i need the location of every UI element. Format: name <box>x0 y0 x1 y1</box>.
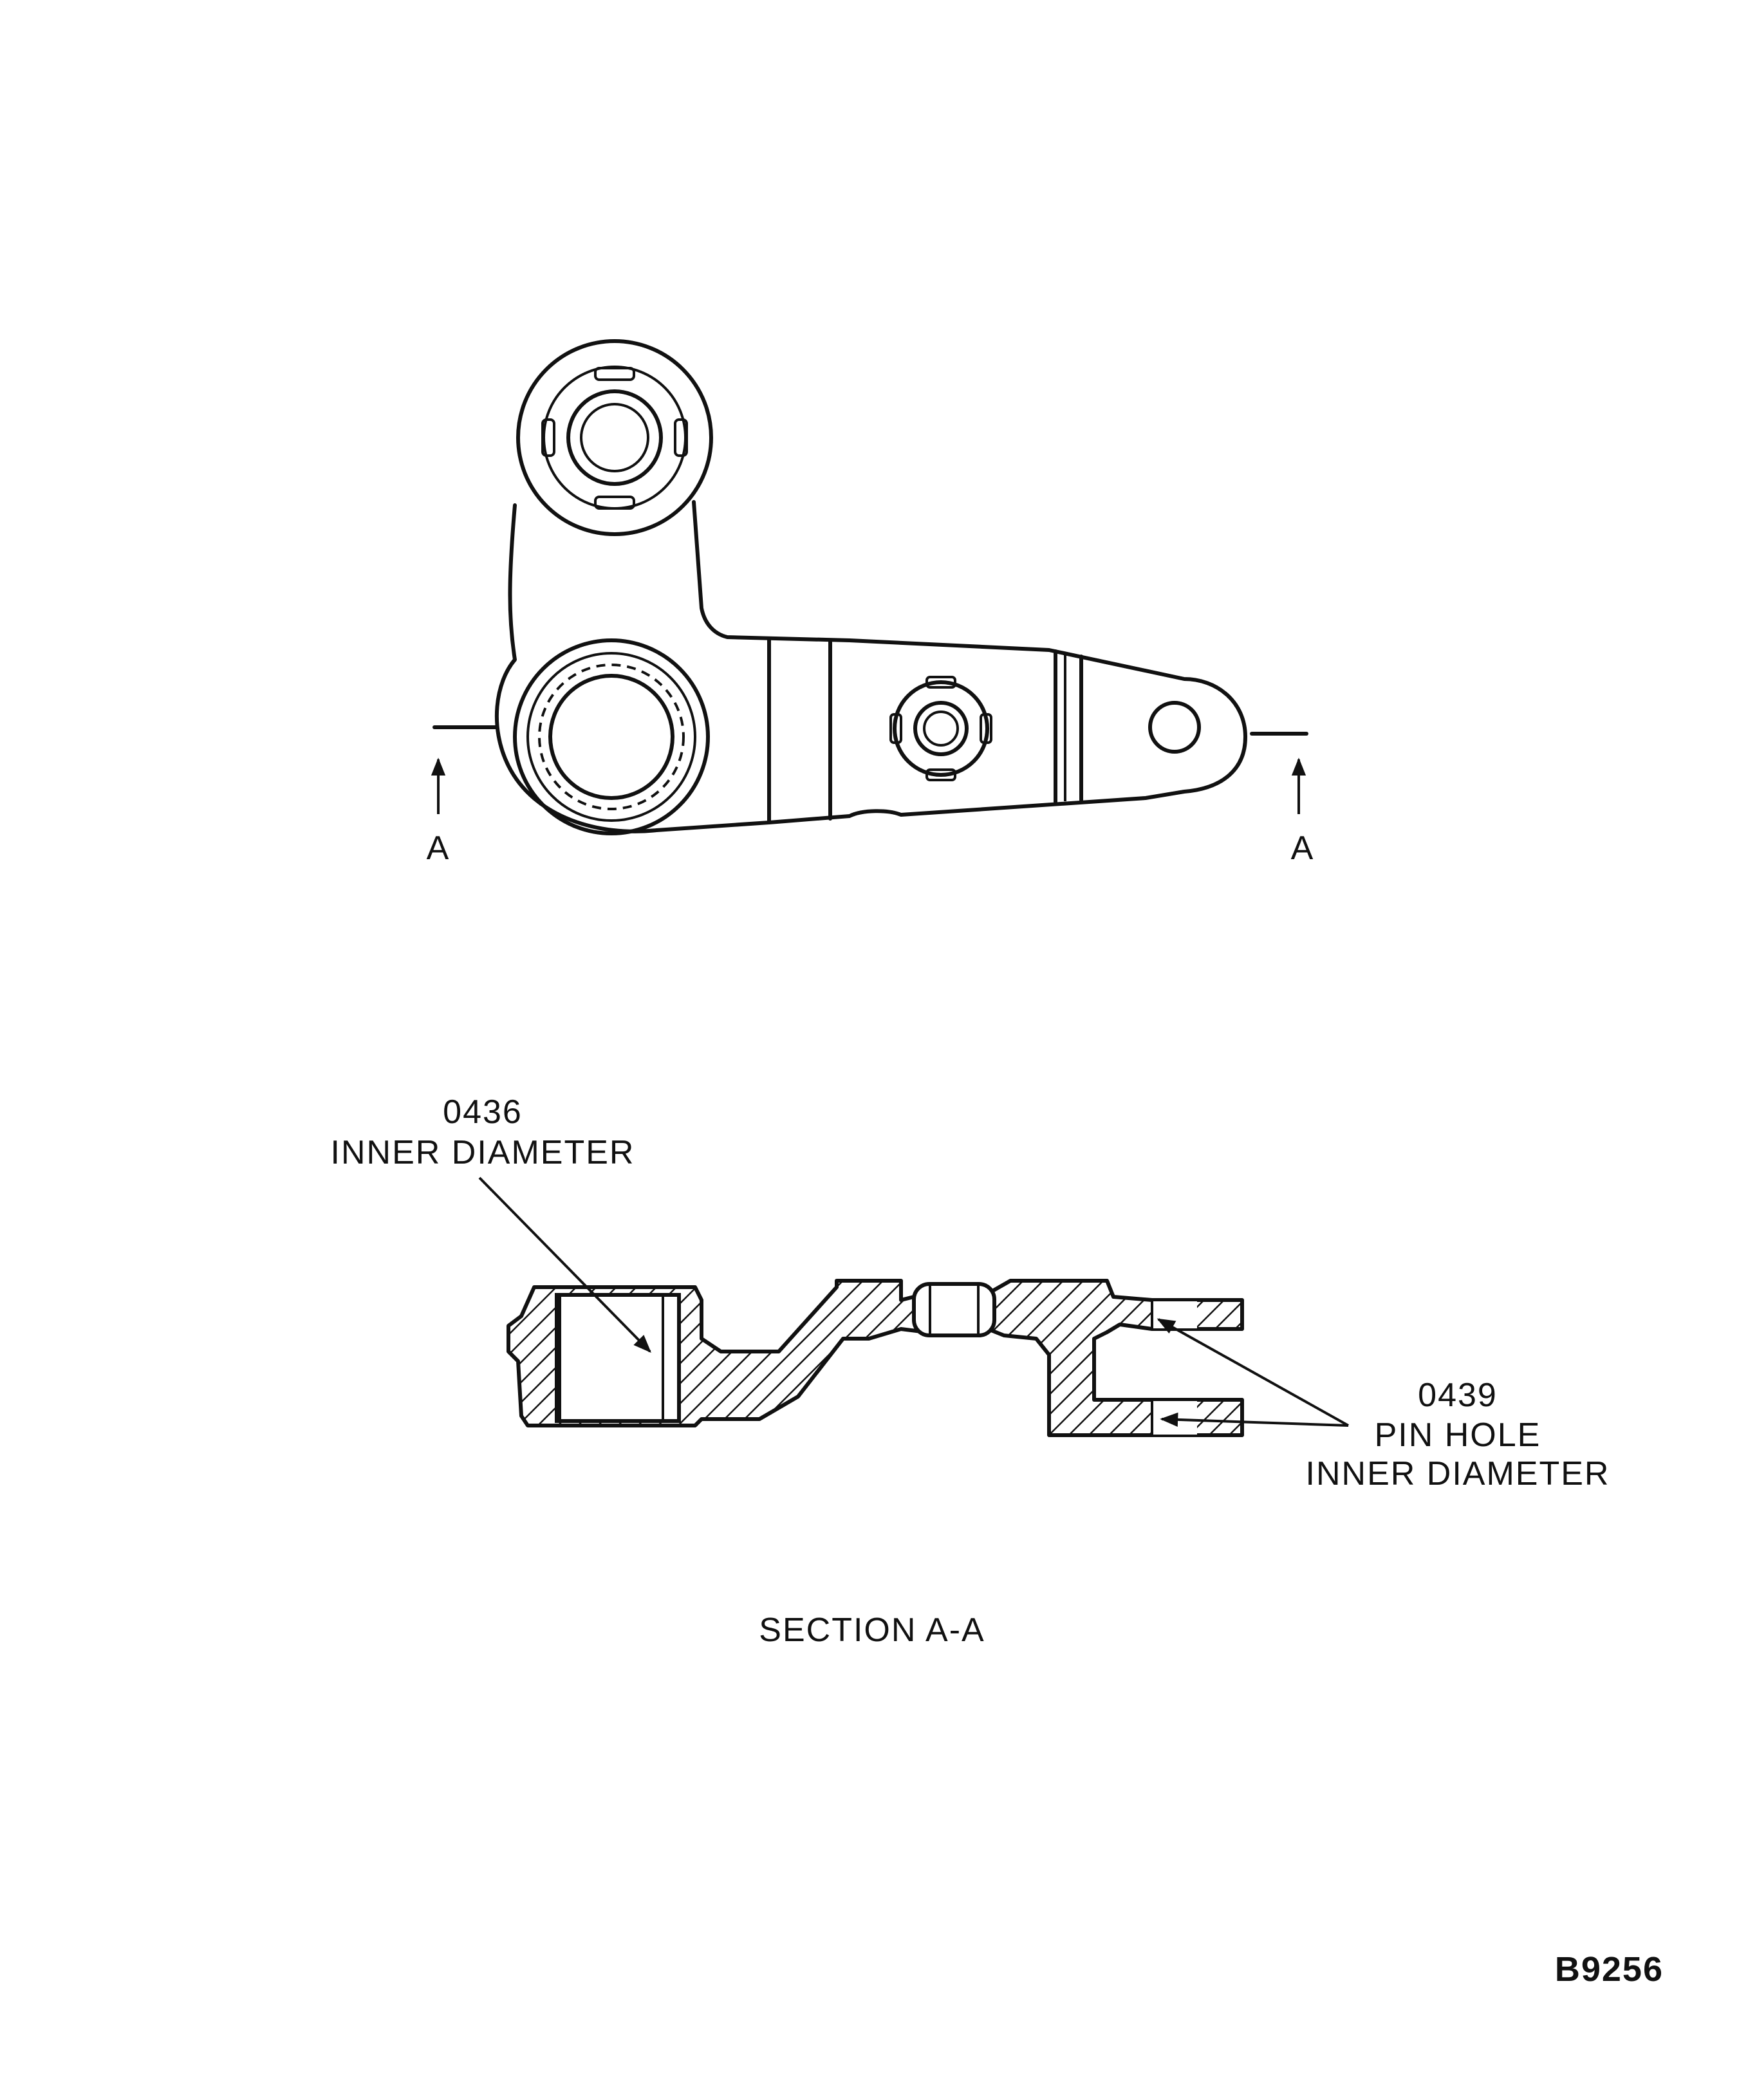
section-marker-right-label: A <box>1291 830 1315 867</box>
middle-boss-bore-inner <box>923 711 959 747</box>
section-bore <box>555 1293 681 1423</box>
section-marker-left: A <box>427 725 497 867</box>
section-middle-plug <box>912 1282 996 1337</box>
section-body-right <box>986 1279 1244 1437</box>
callout-pin-hole-leader-lower <box>1160 1412 1349 1427</box>
callout-inner-diameter-text: INNER DIAMETER <box>331 1134 635 1171</box>
upper-boss-outer <box>516 339 713 536</box>
callout-pin-hole-number: 0439 <box>1418 1377 1498 1414</box>
section-caption: SECTION A-A <box>759 1612 985 1649</box>
callout-pin-hole-line2: INNER DIAMETER <box>1306 1455 1610 1492</box>
callout-inner-diameter: 0436 INNER DIAMETER <box>331 1093 651 1353</box>
section-pin-hole-lower <box>1152 1401 1197 1435</box>
middle-boss-tab-right <box>980 713 992 744</box>
upper-boss-ring <box>543 366 687 510</box>
callout-pin-hole: 0439 PIN HOLE INNER DIAMETER <box>1157 1318 1610 1492</box>
upper-boss-tab-right <box>674 418 688 457</box>
section-marker-right: A <box>1250 732 1315 867</box>
lower-boss-outer <box>513 638 710 835</box>
upper-boss-tab-bottom <box>594 496 635 510</box>
upper-boss-bore <box>566 389 663 486</box>
callout-pin-hole-line1: PIN HOLE <box>1375 1417 1541 1454</box>
middle-boss-bore <box>913 701 969 756</box>
upper-boss-tab-left <box>541 418 555 457</box>
lower-boss-ring-dashed <box>538 664 685 810</box>
middle-boss-tab-left <box>889 713 902 744</box>
lower-boss-ring <box>526 652 696 822</box>
upper-boss-tab-top <box>594 367 635 381</box>
middle-boss-tab-bottom <box>925 768 956 781</box>
middle-boss-outer <box>893 680 989 777</box>
lower-boss-bore <box>548 674 674 800</box>
callout-inner-diameter-leader <box>478 1176 651 1353</box>
middle-boss-tab-top <box>925 676 956 689</box>
section-view <box>507 1279 1244 1437</box>
section-marker-left-label: A <box>427 830 451 867</box>
callout-inner-diameter-number: 0436 <box>443 1093 523 1131</box>
top-view-part <box>494 339 1247 835</box>
pin-hole <box>1148 701 1201 754</box>
callout-pin-hole-leader-upper <box>1157 1318 1349 1427</box>
section-pin-hole-upper <box>1152 1301 1197 1328</box>
figure-id: B9256 <box>1555 1950 1664 1989</box>
lever-outline <box>494 500 1247 833</box>
upper-boss-bore-inner <box>580 403 649 472</box>
